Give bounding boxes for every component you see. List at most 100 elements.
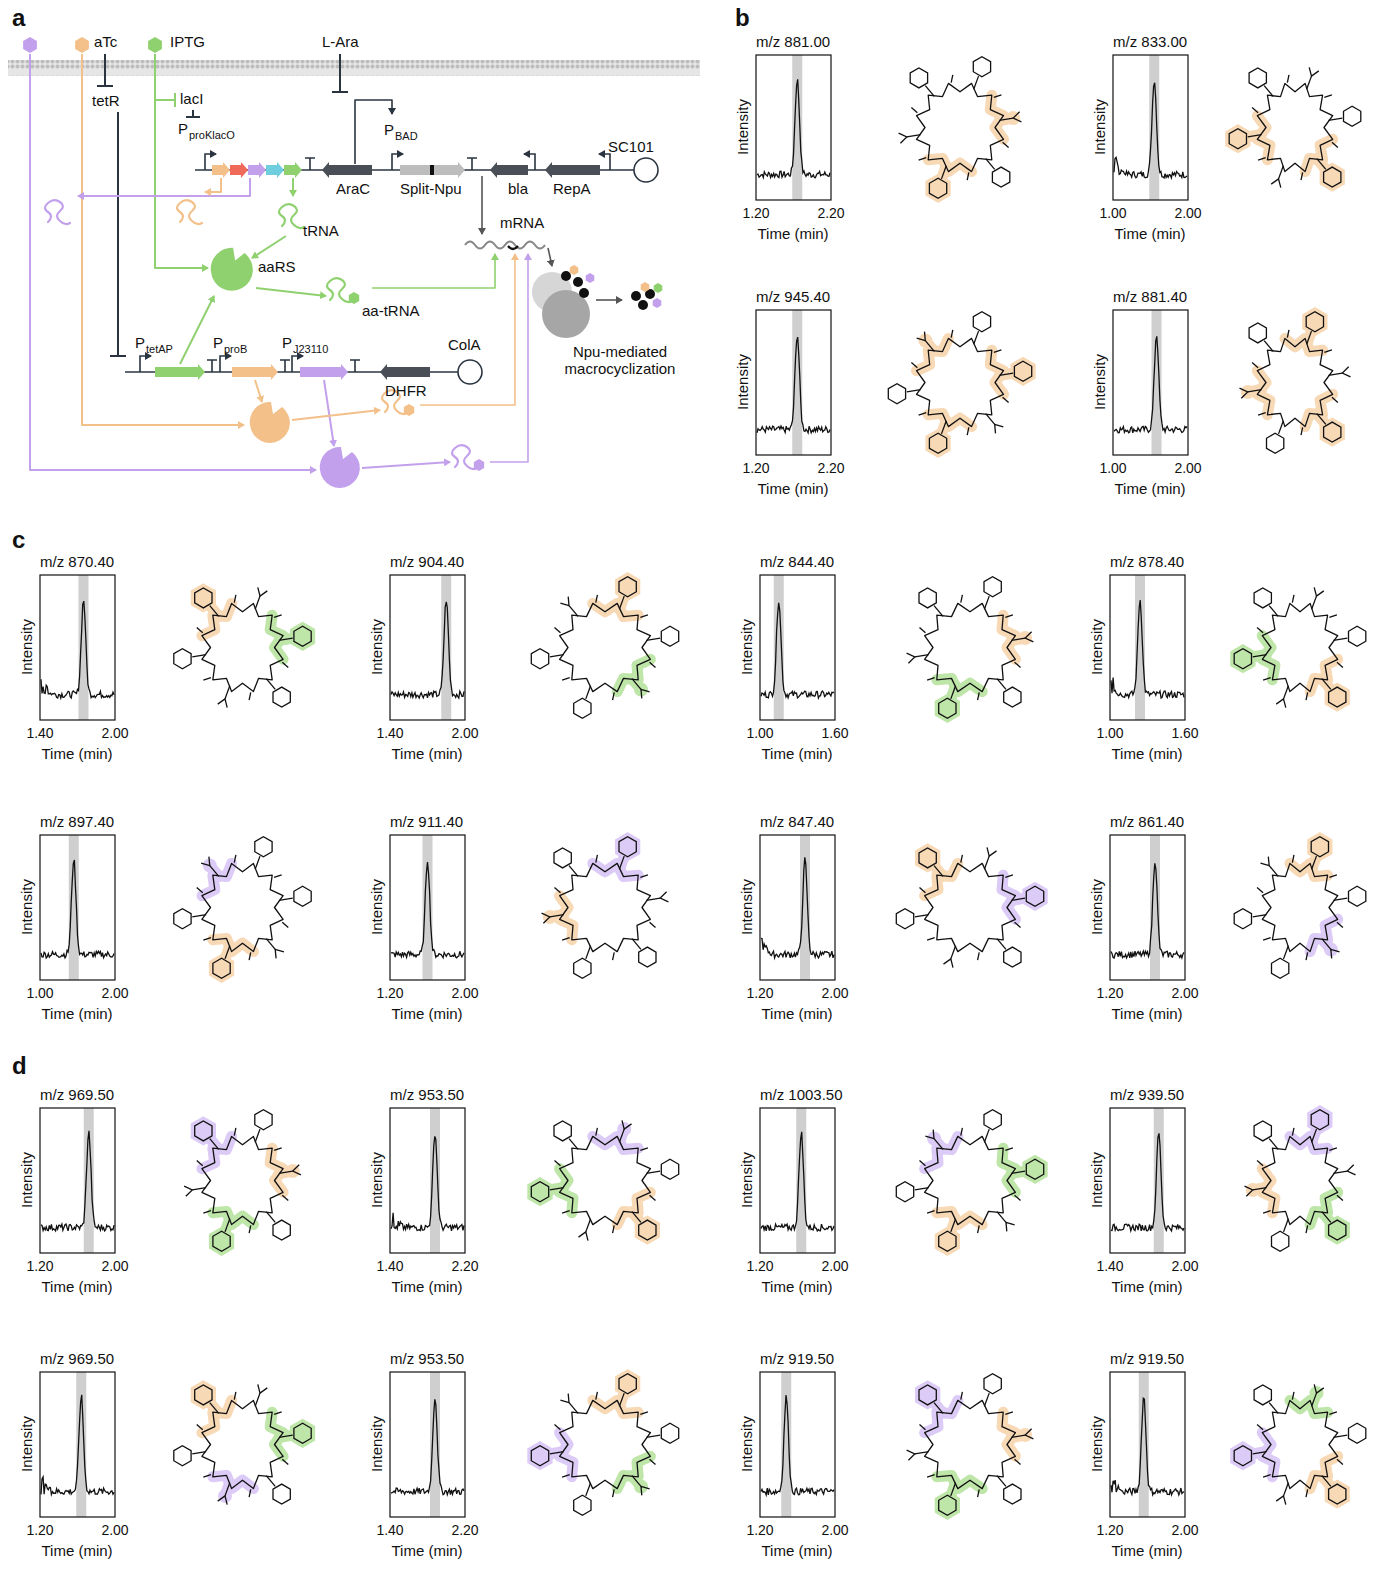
bond	[986, 414, 995, 425]
bond	[266, 1212, 275, 1223]
carbonyl	[555, 1161, 561, 1166]
bond	[1317, 159, 1326, 170]
bond	[255, 1393, 260, 1406]
chromatogram-trace	[1111, 863, 1184, 958]
carbonyl	[1324, 350, 1332, 353]
label: 1.00	[1099, 460, 1126, 476]
bond	[279, 1171, 293, 1173]
hexagon	[992, 167, 1009, 187]
bond	[1284, 686, 1289, 699]
bond	[1269, 1139, 1278, 1150]
bond	[586, 946, 591, 959]
bond	[1328, 118, 1342, 120]
hexagon	[639, 947, 656, 967]
peak-band	[79, 575, 89, 720]
split-site	[430, 165, 434, 175]
hexagon	[531, 649, 548, 669]
residue-highlight	[934, 866, 943, 877]
residue-highlight	[619, 856, 624, 869]
carbonyl	[1015, 1459, 1021, 1464]
label: Time (min)	[761, 1542, 832, 1559]
label: m/z 919.50	[1110, 1350, 1184, 1367]
chromatogram-trace	[761, 1395, 834, 1495]
hexagon	[896, 909, 913, 929]
bond	[1269, 1403, 1278, 1414]
hexagon	[1329, 1484, 1346, 1504]
arrow-line	[192, 110, 194, 117]
carbonyl	[1329, 1148, 1337, 1151]
hexagon	[910, 68, 927, 88]
hexagon	[1344, 106, 1361, 126]
bond	[619, 1129, 624, 1142]
bond	[218, 699, 228, 708]
hexagon	[619, 577, 636, 597]
bond	[218, 1496, 228, 1505]
label: 2.00	[1174, 460, 1201, 476]
plot-frame	[1113, 310, 1188, 455]
peak-band	[1139, 1372, 1149, 1517]
bond	[1013, 112, 1021, 122]
hexagon	[195, 588, 212, 608]
carbonyl	[911, 363, 917, 368]
inhibition-bar	[174, 93, 176, 107]
arrow-line	[180, 296, 214, 364]
inhibition-bar	[110, 355, 126, 357]
axis-title: Intensity	[734, 354, 751, 410]
bond	[984, 1129, 989, 1142]
peak-band	[792, 55, 802, 200]
bond	[974, 331, 979, 344]
bond	[1253, 915, 1267, 917]
bond	[1006, 1222, 1015, 1231]
terminator	[467, 158, 477, 170]
hexagon	[531, 1182, 548, 1202]
gene-arrow	[248, 162, 266, 178]
bond	[925, 341, 934, 352]
carbonyl	[1337, 922, 1343, 927]
bond	[1264, 86, 1273, 97]
label: 1.20	[746, 985, 773, 1001]
carbonyl	[951, 75, 953, 83]
macrocycle-ring	[202, 1136, 283, 1224]
arrow-line	[372, 254, 495, 288]
label: 1.00	[26, 985, 53, 1001]
axis-title: Intensity	[368, 1152, 385, 1208]
carbonyl	[1324, 95, 1332, 98]
carbonyl	[1337, 1195, 1343, 1200]
hexagon	[349, 292, 359, 304]
carbonyl	[596, 595, 598, 603]
peak-band	[423, 835, 433, 980]
plasmid-origin	[458, 360, 482, 384]
hexagon	[919, 1385, 936, 1405]
carbonyl	[562, 1211, 570, 1214]
arrow-line	[78, 178, 250, 196]
chromatogram-trace	[391, 862, 464, 958]
macrocycle-structures	[174, 57, 1366, 1516]
bond	[210, 1139, 219, 1150]
macrocycle-ring	[560, 603, 651, 691]
plot-frame	[1110, 835, 1185, 980]
label: RepA	[553, 180, 591, 197]
axis-title: Intensity	[1088, 1416, 1105, 1472]
bond	[632, 1476, 641, 1487]
hexagon	[23, 37, 37, 53]
carbonyl	[920, 1425, 926, 1430]
bond	[275, 949, 284, 958]
bond	[225, 1483, 230, 1496]
bond	[997, 1476, 1006, 1487]
hexagon	[1324, 422, 1341, 442]
hexagon	[1004, 1484, 1021, 1504]
bond	[586, 686, 591, 699]
macrocycle-ring	[202, 863, 283, 951]
carbonyl	[920, 628, 926, 633]
label: m/z 911.40	[390, 813, 463, 830]
label: m/z 833.00	[1113, 33, 1187, 50]
carbonyl	[613, 1225, 615, 1233]
bond	[279, 638, 293, 640]
carbonyl	[927, 1211, 935, 1214]
residue	[561, 271, 571, 281]
bond	[1011, 638, 1025, 640]
carbonyl	[562, 678, 570, 681]
carbonyl	[249, 1489, 251, 1497]
carbonyl	[927, 678, 935, 681]
label: Time (min)	[757, 480, 828, 497]
